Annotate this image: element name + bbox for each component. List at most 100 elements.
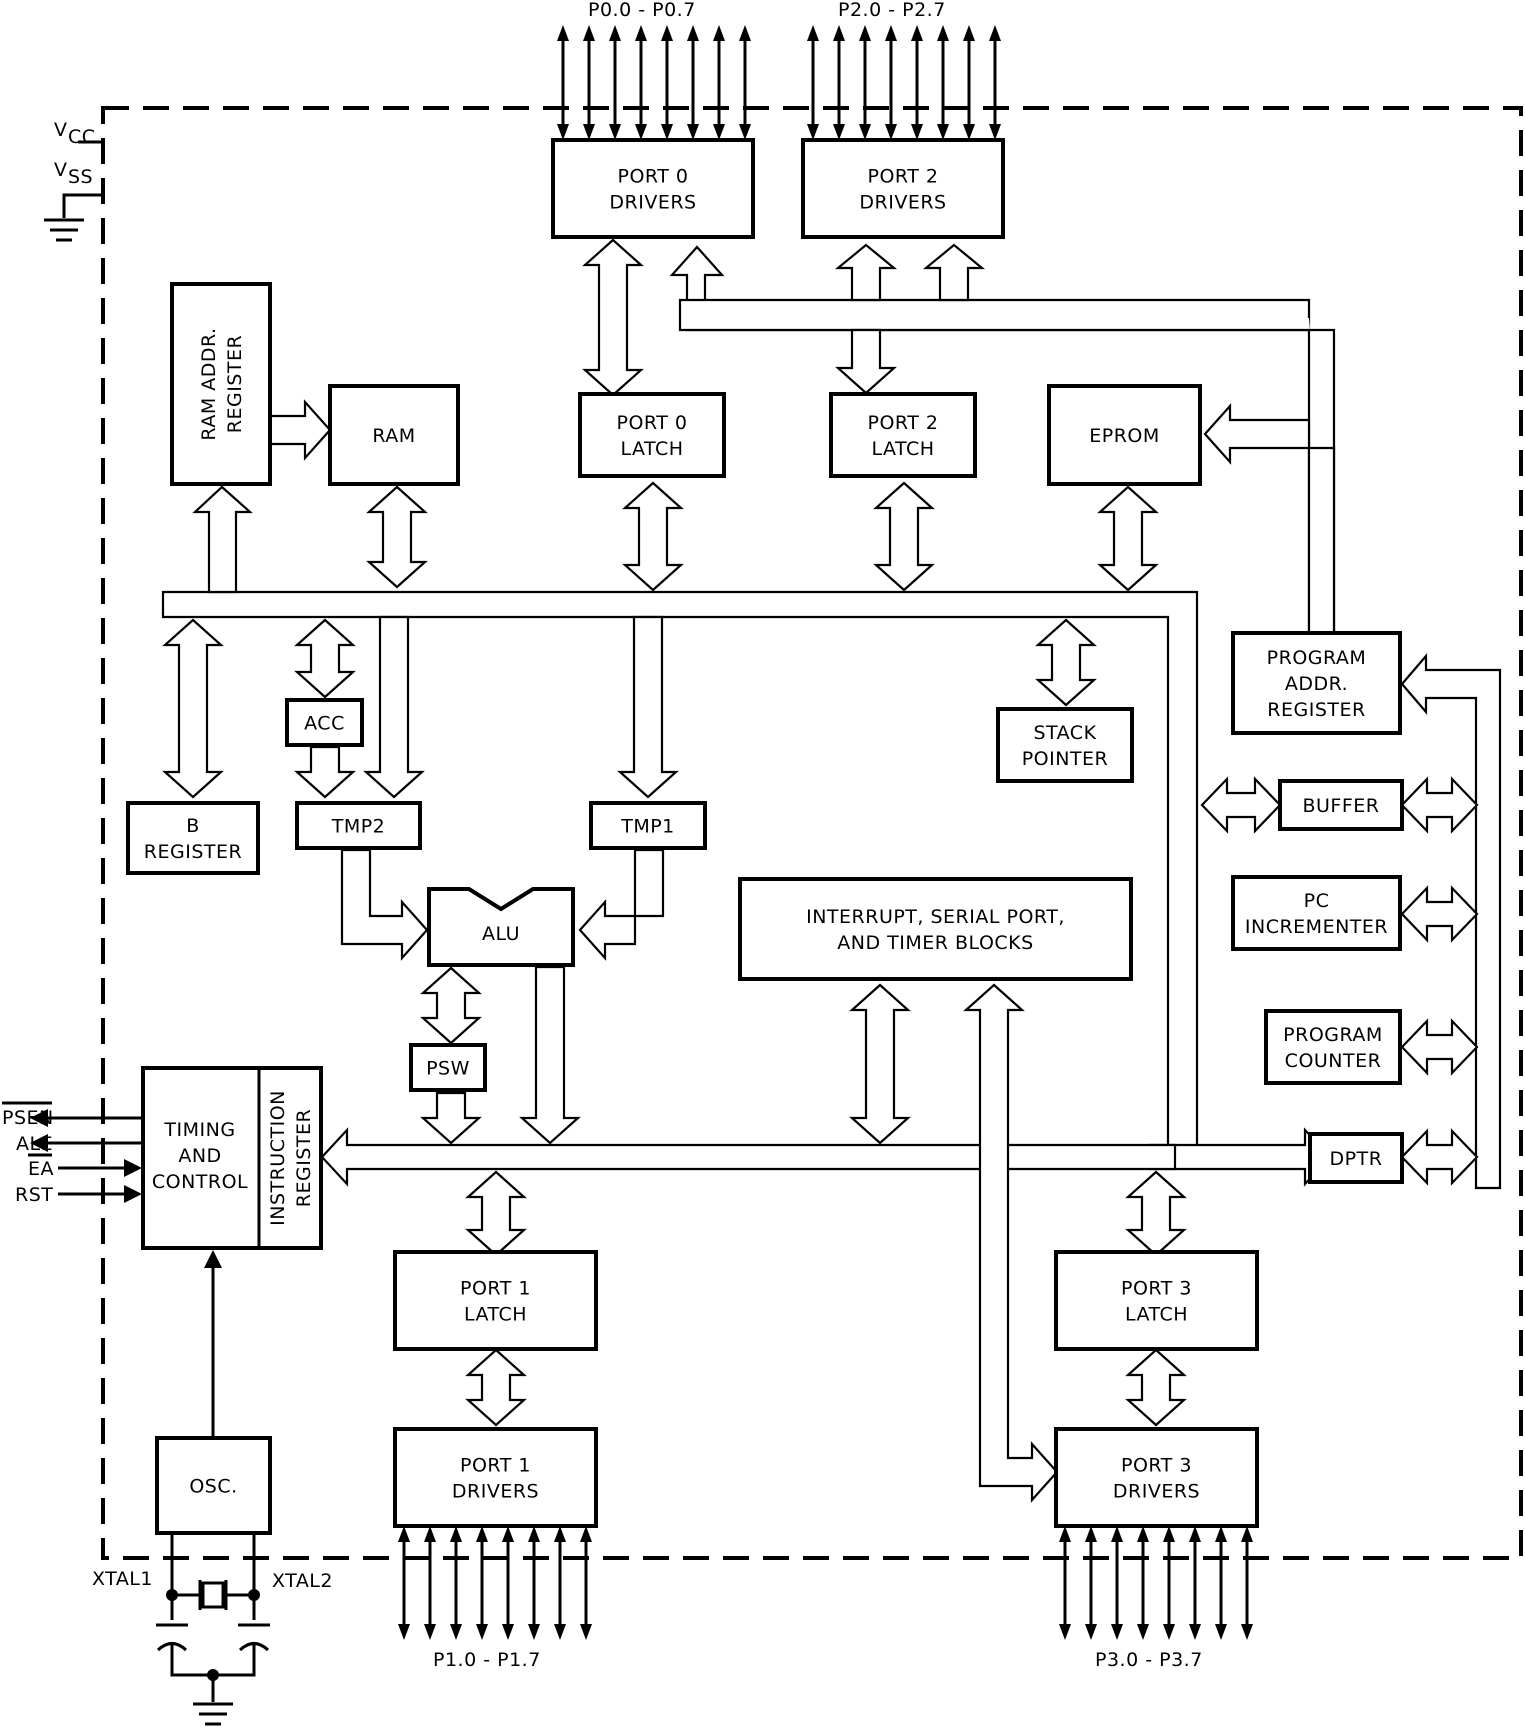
- arrow-ramaddr-ram: [268, 399, 332, 461]
- osc-block: OSC.: [155, 1436, 272, 1535]
- arrow-pc-loop: [1400, 1018, 1479, 1076]
- xtal1-label: XTAL1: [92, 1568, 153, 1590]
- arrow-p1latch-drivers: [465, 1348, 527, 1427]
- arrow-bus-buffer: [1200, 776, 1282, 834]
- svg-text:INTERRUPT, SERIAL PORT,AND TIM: INTERRUPT, SERIAL PORT,AND TIMER BLOCKS: [806, 906, 1065, 954]
- arrow-p2latch-down: [835, 328, 897, 395]
- acc-block: ACC: [285, 698, 364, 747]
- arrow-p2d-a: [834, 243, 898, 302]
- lower-bus-main: [320, 1127, 1177, 1187]
- arrow-bus-sp: [1035, 618, 1097, 707]
- rst-label: RST: [15, 1184, 53, 1206]
- port2-pins-label: P2.0 - P2.7: [838, 0, 946, 21]
- control-pin-lines: [30, 1109, 143, 1203]
- ea-label: EA: [28, 1158, 54, 1180]
- arrow-tmp2-alu: [340, 848, 429, 961]
- port3-pin-arrows: [1059, 1526, 1253, 1640]
- crystal-circuit: XTAL1 XTAL2: [92, 1533, 332, 1726]
- arrow-p2d-b: [922, 243, 986, 302]
- svg-text:ALU: ALU: [482, 923, 520, 945]
- port0-pins-label: P0.0 - P0.7: [588, 0, 696, 21]
- arrow-p2latch-bus: [873, 481, 935, 592]
- psw-block: PSW: [409, 1043, 487, 1092]
- svg-text:OSC.: OSC.: [189, 1476, 237, 1498]
- eprom-block: EPROM: [1047, 384, 1202, 486]
- port1-pin-arrows: [398, 1526, 592, 1640]
- arrow-int-p3drivers: [963, 983, 1059, 1503]
- svg-text:PSW: PSW: [426, 1058, 470, 1080]
- tmp2-block: TMP2: [295, 801, 422, 850]
- svg-text:V: V: [54, 119, 68, 141]
- arrow-eprom-bus: [1097, 485, 1159, 592]
- port0-pin-arrows: [557, 25, 751, 140]
- buffer-block: BUFFER: [1278, 779, 1404, 831]
- ale-label: ALE: [16, 1133, 53, 1155]
- power-pins: V CC V SS: [44, 119, 103, 242]
- arrow-p3latch-drivers: [1125, 1348, 1187, 1427]
- tmp1-block: TMP1: [589, 801, 707, 850]
- svg-text:RAM ADDR.REGISTER: RAM ADDR.REGISTER: [198, 327, 246, 440]
- psen-label: PSEN: [2, 1107, 54, 1129]
- arrow-bus-p1latch: [465, 1170, 527, 1257]
- arrow-p0-latch-drivers: [582, 238, 644, 397]
- arrow-alu-psw: [420, 966, 482, 1045]
- osc-line: [204, 1250, 222, 1437]
- address-bus-wide: [678, 298, 1336, 633]
- svg-text:V: V: [54, 159, 68, 181]
- svg-text:DPTR: DPTR: [1330, 1148, 1383, 1170]
- svg-text:ACC: ACC: [304, 713, 345, 735]
- svg-text:TMP2: TMP2: [331, 816, 386, 838]
- svg-text:BUFFER: BUFFER: [1302, 795, 1379, 817]
- svg-text:EPROM: EPROM: [1089, 425, 1160, 447]
- eprom-address-arrow: [1203, 403, 1336, 635]
- arrow-acc-tmp2: [294, 745, 356, 799]
- arrow-dptr-loop: [1400, 1128, 1479, 1186]
- svg-text:SS: SS: [68, 166, 93, 188]
- svg-text:RAM: RAM: [372, 425, 415, 447]
- port2-pin-arrows: [807, 25, 1001, 140]
- arrow-bus-ramaddr: [192, 485, 253, 594]
- ram-addr-register-block: RAM ADDR.REGISTER: [170, 282, 272, 486]
- arrow-buffer-loop: [1400, 776, 1479, 834]
- arrow-bus-b: [162, 618, 224, 799]
- chip-boundary: [101, 106, 1523, 1560]
- arrow-alu-bus: [519, 965, 581, 1145]
- svg-text:TMP1: TMP1: [620, 816, 675, 838]
- arrow-pcinc-loop: [1400, 885, 1479, 943]
- arrow-bus-tmp2: [363, 615, 425, 799]
- ram-block: RAM: [328, 384, 460, 486]
- arrow-bus-tmp1: [617, 615, 679, 799]
- arrow-bus-acc: [294, 618, 356, 699]
- interrupt-blocks-block: INTERRUPT, SERIAL PORT,AND TIMER BLOCKS: [738, 877, 1133, 981]
- dptr-block: DPTR: [1308, 1132, 1404, 1184]
- arrow-int-bus: [849, 983, 911, 1145]
- arrow-p0latch-bus: [622, 481, 684, 592]
